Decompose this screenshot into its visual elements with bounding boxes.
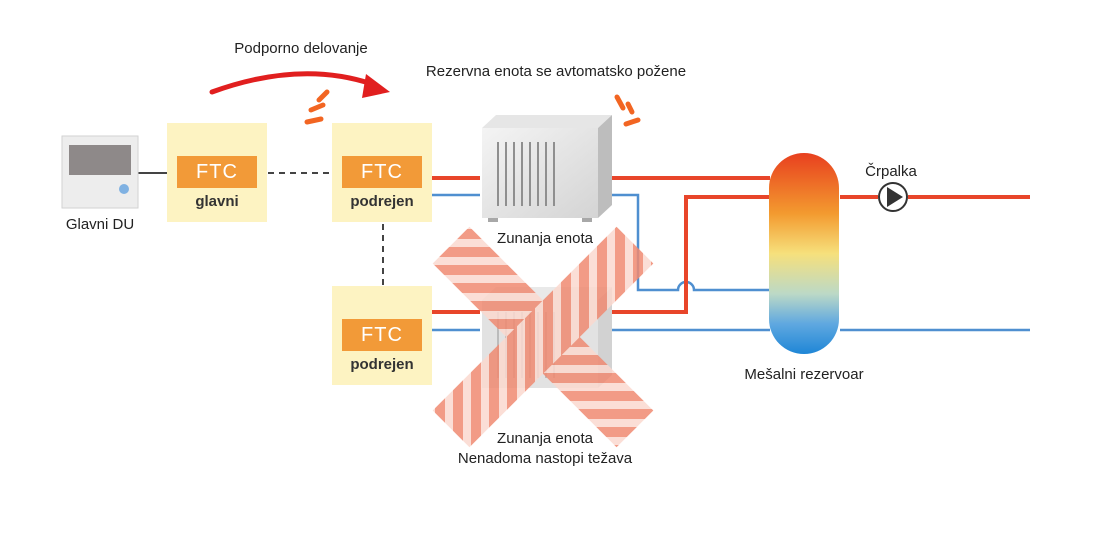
remote-controller-icon [61,135,139,209]
pump-icon [878,182,908,212]
outdoor-unit-label-top: Zunanja enota [497,230,593,247]
ftc-role: glavni [195,193,239,210]
alert-burst-icon [304,89,330,125]
outdoor-unit-label-bottom: Zunanja enota [497,430,593,447]
ftc-tag: FTC [177,156,257,188]
ftc-master-unit: FTC glavni [167,123,267,222]
ftc-tag: FTC [342,319,422,351]
backup-arrow-head [362,74,390,98]
ftc-slave-unit-top: FTC podrejen [332,123,432,222]
ftc-slave-unit-bottom: FTC podrejen [332,286,432,385]
ftc-role: podrejen [350,193,414,210]
outdoor-unit-icon [482,115,612,222]
backup-arrow [209,71,375,95]
ftc-tag: FTC [342,156,422,188]
ftc-role: podrejen [350,356,414,373]
pump-label: Črpalka [865,163,917,180]
hot-pipes [432,176,1030,314]
auto-start-label: Rezervna enota se avtomatsko požene [425,63,687,80]
failure-label: Nenadoma nastopi težava [457,450,633,467]
mixing-tank-label: Mešalni rezervoar [744,366,864,383]
mixing-tank-icon [769,153,839,354]
failure-cross-icon [432,226,654,448]
alert-burst-icon [614,94,641,127]
main-du-label: Glavni DU [65,216,135,233]
cold-pipes [432,193,1030,332]
backup-action-label: Podporno delovanje [234,40,368,57]
